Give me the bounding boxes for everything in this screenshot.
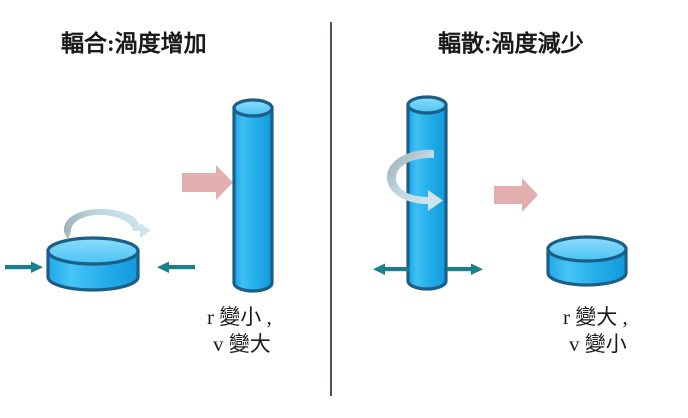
right-tall-cylinder: [406, 95, 448, 291]
left-rotation-arrow: [63, 208, 151, 240]
left-tall-cylinder: [232, 98, 274, 293]
right-caption-line-2: v 變小: [569, 332, 627, 356]
right-rotation-arrow: [386, 149, 443, 211]
right-caption-line-1: r 變大 ,: [563, 305, 628, 329]
right-panel-title: 輻散:渦度減少: [438, 31, 584, 56]
right-flat-disk: [546, 235, 628, 287]
left-caption-line-1: r 變小 ,: [207, 305, 272, 329]
left-panel-title: 輻合:渦度增加: [61, 31, 207, 56]
vertical-divider: [330, 22, 332, 396]
left-caption-line-2: v 變大: [213, 332, 271, 356]
right-panel-caption: r 變大 , v 變小: [563, 304, 628, 358]
right-diverging-arrows: [373, 263, 483, 275]
left-flat-disk: [46, 236, 140, 292]
left-converging-arrows: [5, 261, 195, 273]
left-transform-arrow: [182, 165, 233, 200]
left-panel-caption: r 變小 , v 變大: [207, 304, 272, 358]
right-transform-arrow: [494, 178, 538, 212]
